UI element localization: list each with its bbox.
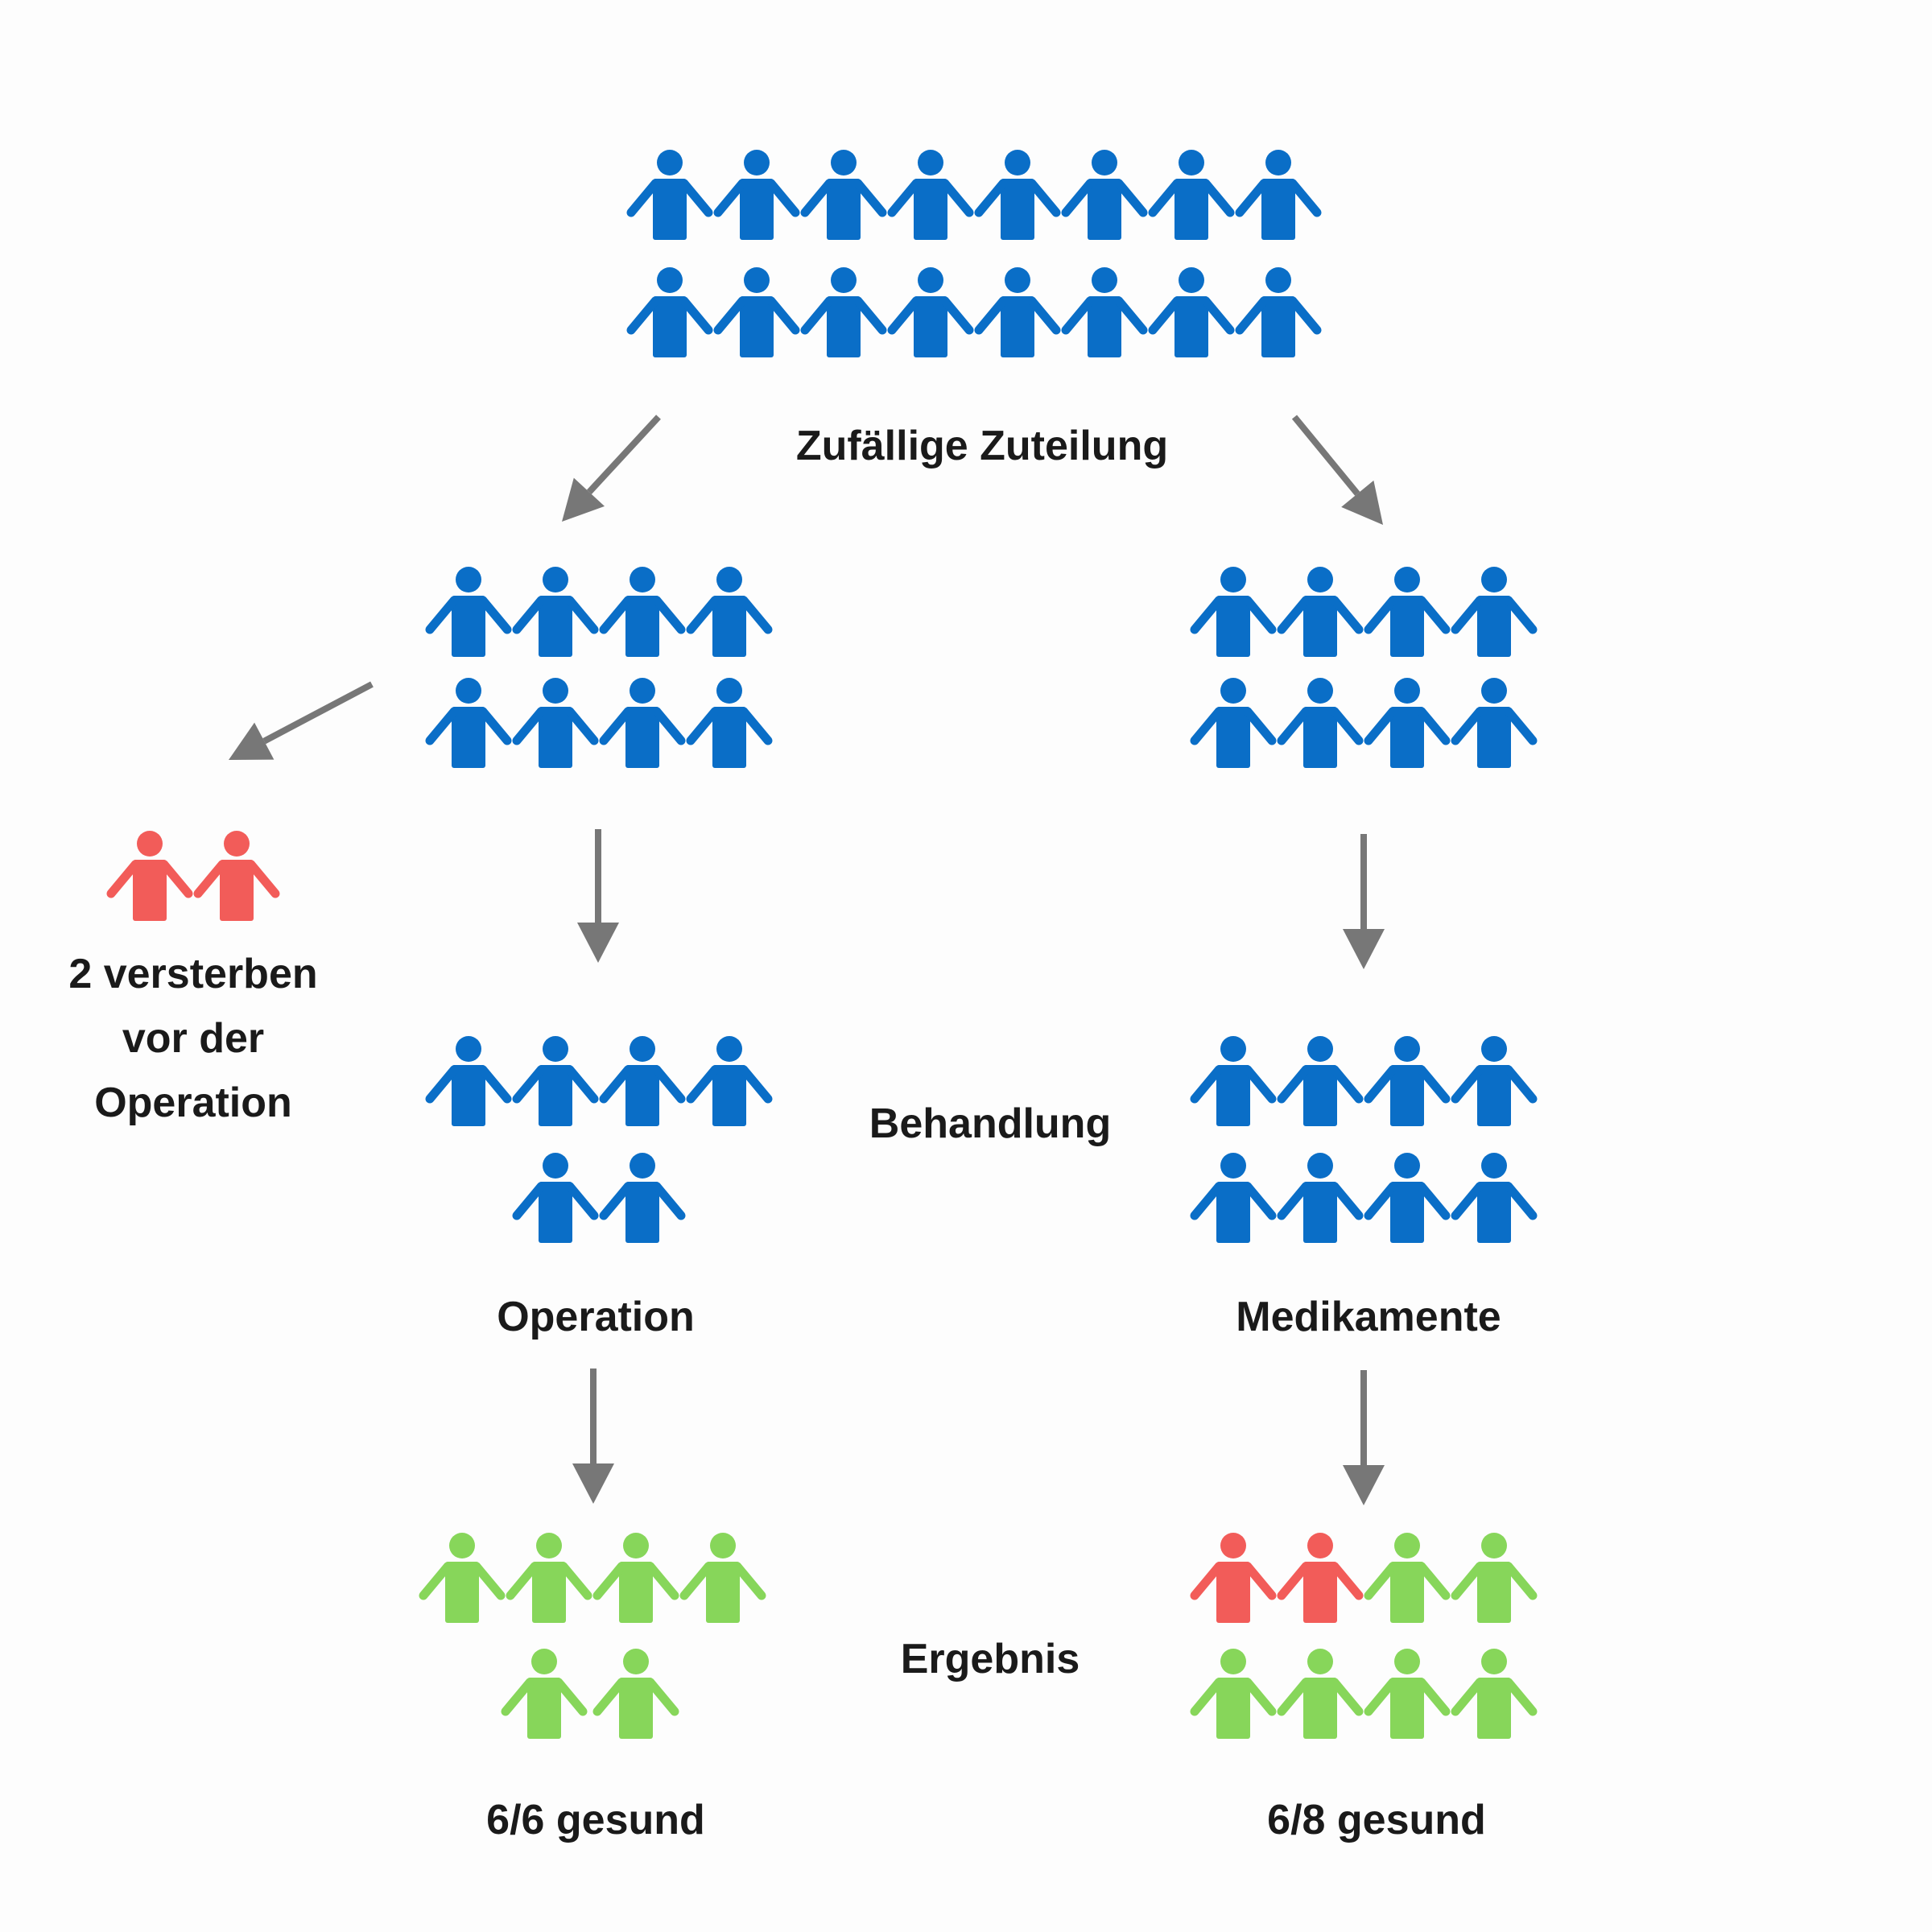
person-icon bbox=[1061, 267, 1148, 357]
person-icon bbox=[1364, 567, 1451, 657]
arrow-to-surgery-outcome bbox=[572, 1368, 614, 1504]
arrow-to-medication-outcome bbox=[1343, 1370, 1385, 1505]
person-icon bbox=[1190, 678, 1277, 768]
person-icon bbox=[1277, 1036, 1364, 1126]
person-icon bbox=[974, 150, 1061, 240]
person-icon bbox=[1277, 567, 1364, 657]
person-icon bbox=[1190, 1036, 1277, 1126]
person-icon bbox=[713, 150, 800, 240]
person-icon bbox=[106, 831, 193, 921]
person-icon bbox=[1277, 1153, 1364, 1243]
arrow-to-deceased bbox=[229, 681, 374, 760]
person-icon bbox=[599, 1153, 686, 1243]
person-icon bbox=[501, 1649, 588, 1739]
person-icon bbox=[193, 831, 280, 921]
person-icon bbox=[599, 1036, 686, 1126]
person-icon bbox=[1190, 567, 1277, 657]
person-icon bbox=[425, 567, 512, 657]
person-icon bbox=[599, 678, 686, 768]
died-before-op-label: 2 versterben vor der Operation bbox=[68, 951, 318, 1126]
person-icon bbox=[1277, 1649, 1364, 1739]
person-icon bbox=[1364, 1649, 1451, 1739]
person-icon bbox=[974, 267, 1061, 357]
person-icon bbox=[1061, 150, 1148, 240]
person-icon bbox=[1364, 1036, 1451, 1126]
person-icon bbox=[599, 567, 686, 657]
person-icon bbox=[1235, 267, 1322, 357]
person-icon bbox=[686, 1036, 773, 1126]
person-icon bbox=[592, 1649, 679, 1739]
surgery-result-label: 6/6 gesund bbox=[486, 1797, 705, 1843]
person-icon bbox=[1277, 678, 1364, 768]
person-icon bbox=[1235, 150, 1322, 240]
person-icon bbox=[425, 678, 512, 768]
person-icon bbox=[1451, 1036, 1538, 1126]
person-icon bbox=[1451, 1649, 1538, 1739]
person-icon bbox=[1451, 567, 1538, 657]
person-icon bbox=[1451, 1533, 1538, 1623]
person-icon bbox=[1190, 1153, 1277, 1243]
person-icon bbox=[506, 1533, 592, 1623]
person-icon bbox=[419, 1533, 506, 1623]
person-icon bbox=[592, 1533, 679, 1623]
surgery-label: Operation bbox=[497, 1294, 695, 1340]
person-icon bbox=[1277, 1533, 1364, 1623]
person-icon bbox=[512, 1153, 599, 1243]
person-icon bbox=[512, 567, 599, 657]
person-icon bbox=[1364, 678, 1451, 768]
person-icon bbox=[1148, 150, 1235, 240]
medication-result-label: 6/8 gesund bbox=[1267, 1797, 1486, 1843]
arrow-to-surgery-treatment bbox=[577, 829, 619, 963]
person-icon bbox=[512, 1036, 599, 1126]
person-icon bbox=[1364, 1533, 1451, 1623]
person-icon bbox=[800, 267, 887, 357]
person-icon bbox=[626, 267, 713, 357]
person-icon bbox=[1148, 267, 1235, 357]
medication-label: Medikamente bbox=[1236, 1294, 1501, 1340]
person-icon bbox=[1451, 1153, 1538, 1243]
person-icon bbox=[800, 150, 887, 240]
person-icon bbox=[626, 150, 713, 240]
arrow-to-medication-treatment bbox=[1343, 834, 1385, 969]
person-icon bbox=[713, 267, 800, 357]
arrow-to-medication-group bbox=[1291, 415, 1383, 525]
outcome-label: Ergebnis bbox=[900, 1636, 1080, 1682]
person-icon bbox=[887, 267, 974, 357]
person-icon bbox=[1190, 1533, 1277, 1623]
person-icon bbox=[679, 1533, 766, 1623]
random-assignment-label: Zufällige Zuteilung bbox=[795, 423, 1169, 469]
person-icon bbox=[686, 678, 773, 768]
person-icon bbox=[1364, 1153, 1451, 1243]
person-icon bbox=[887, 150, 974, 240]
person-icon bbox=[425, 1036, 512, 1126]
person-icon bbox=[1451, 678, 1538, 768]
arrow-to-surgery-group bbox=[562, 415, 661, 522]
person-icon bbox=[1190, 1649, 1277, 1739]
person-icon bbox=[512, 678, 599, 768]
treatment-label: Behandlung bbox=[869, 1100, 1112, 1147]
person-icon bbox=[686, 567, 773, 657]
